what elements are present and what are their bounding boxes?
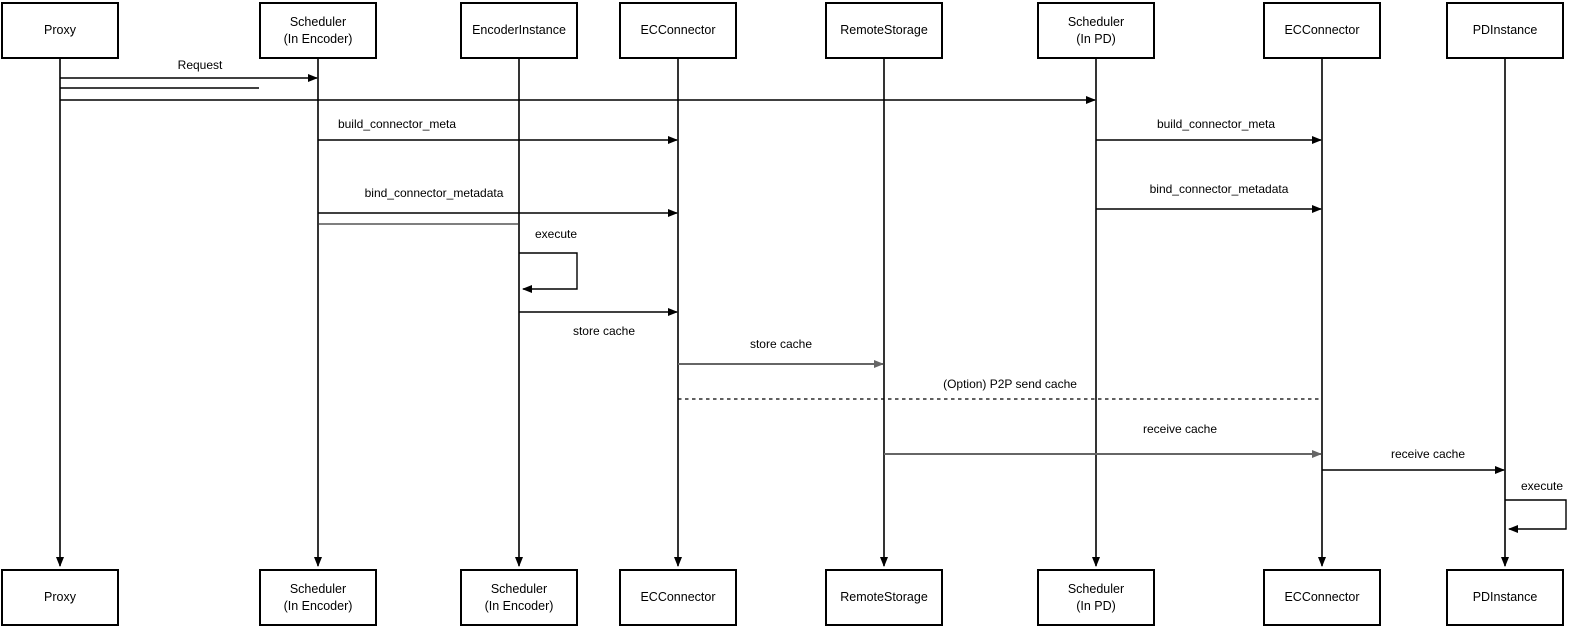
message-label-execute-pd: execute [1520, 479, 1564, 493]
actor-box-ecconnector2-top: ECConnector [1263, 2, 1381, 59]
message-label-p2p-send-cache: (Option) P2P send cache [943, 377, 1077, 391]
actor-label: EncoderInstance [472, 23, 566, 38]
actor-box-proxy-top: Proxy [1, 2, 119, 59]
actor-box-remote-storage-top: RemoteStorage [825, 2, 943, 59]
actor-label: ECConnector [640, 590, 716, 605]
actor-label: Scheduler [1067, 582, 1125, 597]
message-label-receive-cache-1: receive cache [1142, 422, 1218, 436]
actor-label: ECConnector [1284, 23, 1360, 38]
actor-box-remote-storage-bottom: RemoteStorage [825, 569, 943, 626]
actor-box-scheduler-pd-top: Scheduler (In PD) [1037, 2, 1155, 59]
actor-sublabel: (In PD) [1076, 598, 1116, 613]
actor-box-pd-instance-top: PDInstance [1446, 2, 1564, 59]
actor-label: PDInstance [1472, 590, 1538, 605]
self-loop-execute-encoder [519, 252, 578, 293]
actor-label: Scheduler [289, 15, 347, 30]
message-label-execute-encoder: execute [534, 227, 578, 241]
actor-label: PDInstance [1472, 23, 1538, 38]
actor-box-ecconnector1-bottom: ECConnector [619, 569, 737, 626]
actor-label: Proxy [44, 23, 76, 38]
message-label-store-cache-2: store cache [749, 337, 813, 351]
message-label-bind-connector-metadata-right: bind_connector_metadata [1149, 182, 1289, 196]
actor-label: RemoteStorage [840, 590, 928, 605]
actor-label: ECConnector [1284, 590, 1360, 605]
actor-sublabel: (In Encoder) [283, 31, 353, 46]
actor-box-ecconnector2-bottom: ECConnector [1263, 569, 1381, 626]
actor-box-proxy-bottom: Proxy [1, 569, 119, 626]
message-label-receive-cache-2: receive cache [1390, 447, 1466, 461]
actor-box-encoder-instance-top: EncoderInstance [460, 2, 578, 59]
actor-box-pd-instance-bottom: PDInstance [1446, 569, 1564, 626]
actor-label: Proxy [44, 590, 76, 605]
actor-label: Scheduler [490, 582, 548, 597]
actor-label: ECConnector [640, 23, 716, 38]
message-label-build-connector-meta-left: build_connector_meta [337, 117, 457, 131]
actor-sublabel: (In PD) [1076, 31, 1116, 46]
actor-label: Scheduler [289, 582, 347, 597]
message-label-request: Request [177, 58, 223, 72]
actor-box-ecconnector1-top: ECConnector [619, 2, 737, 59]
actor-sublabel: (In Encoder) [283, 598, 353, 613]
self-loop-execute-pd [1505, 499, 1567, 533]
actor-label: Scheduler [1067, 15, 1125, 30]
message-label-build-connector-meta-right: build_connector_meta [1156, 117, 1276, 131]
actor-box-scheduler-pd-bottom: Scheduler (In PD) [1037, 569, 1155, 626]
message-label-store-cache-1: store cache [572, 324, 636, 338]
actor-box-scheduler-encoder-top: Scheduler (In Encoder) [259, 2, 377, 59]
actor-label: RemoteStorage [840, 23, 928, 38]
actor-box-scheduler-encoder-bottom: Scheduler (In Encoder) [259, 569, 377, 626]
actor-box-encoder-instance-bottom: Scheduler (In Encoder) [460, 569, 578, 626]
message-label-bind-connector-metadata-left: bind_connector_metadata [364, 186, 504, 200]
actor-sublabel: (In Encoder) [484, 598, 554, 613]
